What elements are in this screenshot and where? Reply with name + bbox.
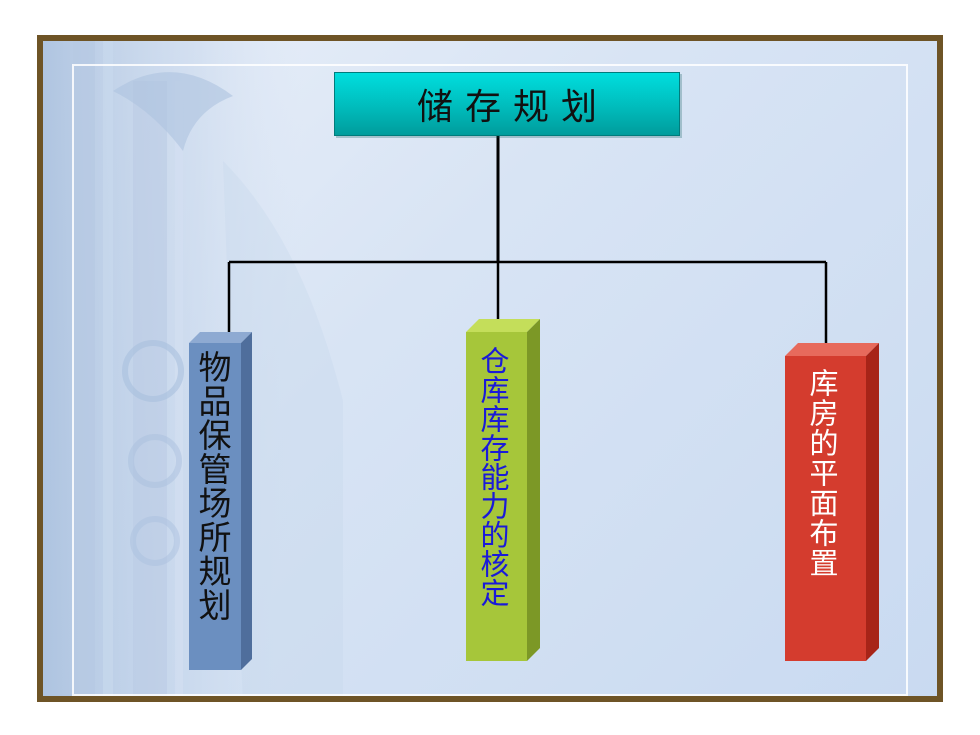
inner-border xyxy=(72,64,908,696)
child-label-1: 物品保管场所规划 xyxy=(193,350,232,622)
child-label-2: 仓库库存能力的核定 xyxy=(476,346,510,607)
root-node-label: 储存规划 xyxy=(416,87,609,128)
root-node-box: 储存规划 xyxy=(334,72,680,136)
classical-columns-background xyxy=(43,41,343,696)
child-bar-1 xyxy=(189,332,252,670)
child-bar-3 xyxy=(785,343,879,661)
child-label-3: 库房的平面布置 xyxy=(805,368,839,578)
child-bar-2 xyxy=(466,319,540,661)
